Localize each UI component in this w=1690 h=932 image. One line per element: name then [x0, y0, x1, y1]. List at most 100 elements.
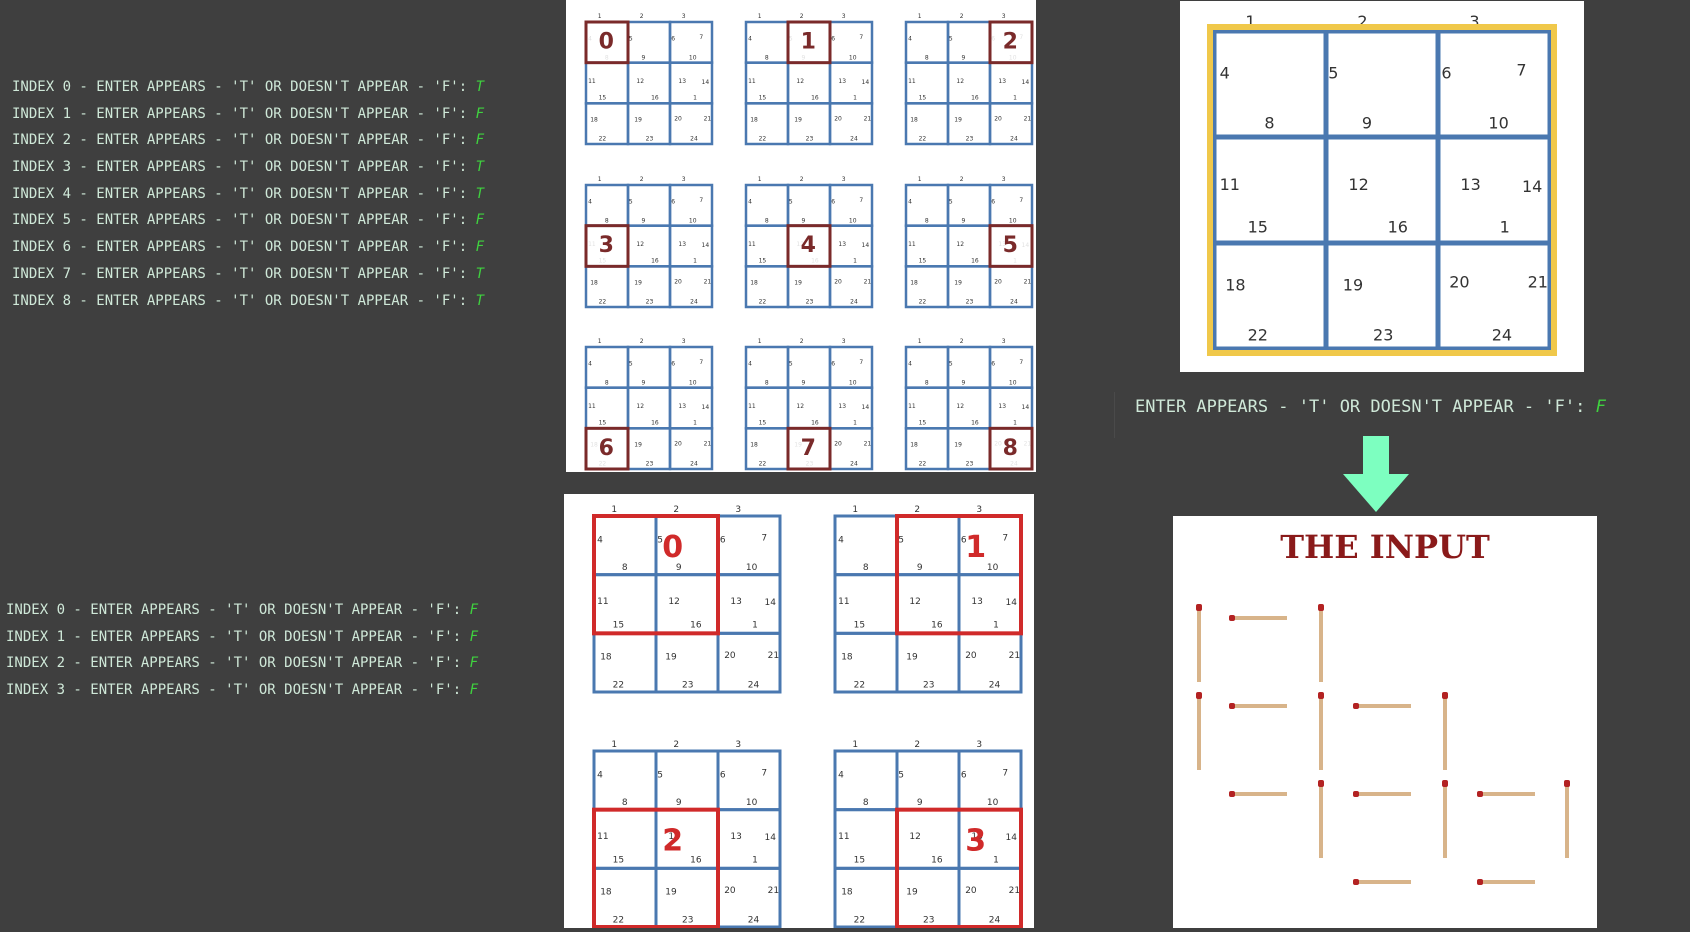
cell-number: 19: [665, 653, 677, 663]
cell-number: 24: [1492, 326, 1512, 345]
cell-number: 4: [597, 770, 603, 780]
cell-number: 8: [605, 217, 609, 224]
column-label: 1: [598, 13, 602, 20]
cell-number: 8: [765, 54, 769, 61]
grid-cell: [1211, 240, 1329, 352]
highlight-box: [988, 20, 1034, 65]
matchstick: [1442, 692, 1448, 770]
prompt-text: ENTER APPEARS - 'T' OR DOESN'T APPEAR - …: [1135, 397, 1596, 417]
cell-number: 6: [831, 360, 835, 367]
log-line: INDEX 3 - ENTER APPEARS - 'T' OR DOESN'T…: [12, 154, 484, 181]
cell-number: 24: [850, 299, 858, 306]
small-grids-panel: 1234859671011151216131411822192320212401…: [566, 0, 1036, 472]
cell-number: 19: [634, 280, 642, 287]
cell-number: 1: [853, 94, 857, 101]
matchstick: [1442, 780, 1448, 858]
cell-number: 9: [917, 563, 923, 573]
column-label: 3: [842, 338, 846, 345]
cell-number: 18: [910, 280, 918, 287]
column-label: 3: [682, 338, 686, 345]
cell-number: 22: [854, 680, 865, 690]
cell-number: 16: [971, 419, 979, 426]
column-label: 1: [918, 338, 922, 345]
cell-number: 23: [923, 915, 934, 925]
log-line: INDEX 0 - ENTER APPEARS - 'T' OR DOESN'T…: [6, 597, 478, 624]
column-label: 1: [918, 13, 922, 20]
cell-number: 13: [998, 403, 1006, 410]
cell-number: 6: [720, 770, 726, 780]
matchstick: [1318, 780, 1324, 858]
grid-cell: [786, 345, 832, 389]
cell-number: 21: [704, 115, 712, 122]
cell-number: 23: [966, 461, 974, 468]
cell-number: 18: [750, 117, 758, 124]
highlight-index: 0: [599, 29, 614, 54]
log-line: INDEX 0 - ENTER APPEARS - 'T' OR DOESN'T…: [12, 74, 484, 101]
log-prompt: INDEX 8 - ENTER APPEARS - 'T' OR DOESN'T…: [12, 292, 476, 309]
cell-number: 21: [1009, 651, 1020, 661]
cell-number: 11: [588, 403, 596, 410]
highlight-index: 7: [801, 436, 816, 461]
cell-number: 6: [831, 198, 835, 205]
cell-number: 12: [636, 78, 644, 85]
cell-number: 7: [859, 34, 863, 41]
highlight-index: 4: [801, 233, 816, 258]
cell-number: 12: [956, 241, 964, 248]
cell-number: 5: [657, 535, 663, 545]
cell-number: 1: [993, 855, 999, 865]
grid-cell: [828, 102, 874, 146]
input-panel: THE INPUT: [1173, 516, 1597, 928]
cell-number: 20: [674, 278, 682, 285]
cell-number: 11: [908, 403, 916, 410]
matchstick: [1318, 692, 1324, 770]
column-label: 1: [611, 740, 617, 750]
input-title: THE INPUT: [1280, 528, 1490, 566]
cell-number: 21: [1024, 278, 1032, 285]
grid-cell: [744, 265, 790, 309]
cell-number: 24: [748, 680, 760, 690]
cell-number: 23: [806, 299, 814, 306]
log-answer: F: [475, 132, 485, 149]
cell-number: 12: [956, 78, 964, 85]
top-log: INDEX 0 - ENTER APPEARS - 'T' OR DOESN'T…: [12, 74, 484, 314]
cell-number: 18: [600, 653, 612, 663]
cell-number: 12: [636, 241, 644, 248]
matchstick: [1318, 604, 1324, 682]
cell-number: 4: [748, 360, 752, 367]
log-answer: T: [475, 265, 485, 282]
cell-number: 20: [1449, 273, 1469, 292]
log-line: INDEX 5 - ENTER APPEARS - 'T' OR DOESN'T…: [12, 207, 484, 234]
cell-number: 16: [971, 94, 979, 101]
cell-number: 22: [919, 299, 927, 306]
cell-number: 1: [693, 94, 697, 101]
grid-cell: [895, 749, 961, 812]
log-prompt: INDEX 7 - ENTER APPEARS - 'T' OR DOESN'T…: [12, 265, 476, 282]
log-prompt: INDEX 6 - ENTER APPEARS - 'T' OR DOESN'T…: [12, 239, 476, 256]
highlight-box: [786, 224, 832, 268]
highlight-box: [895, 514, 1023, 636]
cell-number: 21: [864, 278, 872, 285]
cell-number: 1: [1500, 217, 1510, 236]
cell-number: 19: [665, 888, 677, 898]
log-prompt: INDEX 1 - ENTER APPEARS - 'T' OR DOESN'T…: [6, 628, 470, 645]
cell-number: 12: [909, 597, 920, 607]
column-label: 1: [852, 740, 858, 750]
cell-number: 24: [850, 461, 858, 468]
cell-number: 16: [690, 855, 702, 865]
log-line: INDEX 6 - ENTER APPEARS - 'T' OR DOESN'T…: [12, 234, 484, 261]
cell-number: 15: [1248, 217, 1268, 236]
cell-number: 23: [646, 461, 654, 468]
grid: 123485967101115121613141182219232021247: [744, 338, 874, 471]
matchstick: [1564, 780, 1570, 858]
bottom-log: INDEX 0 - ENTER APPEARS - 'T' OR DOESN'T…: [6, 597, 478, 704]
cell-number: 20: [834, 278, 842, 285]
log-line: INDEX 1 - ENTER APPEARS - 'T' OR DOESN'T…: [6, 624, 478, 651]
cell-number: 8: [622, 798, 628, 808]
cell-number: 6: [991, 360, 995, 367]
cell-number: 19: [906, 653, 918, 663]
grid-cell: [716, 631, 782, 694]
cell-number: 11: [748, 403, 756, 410]
cell-number: 16: [971, 257, 979, 264]
column-label: 2: [914, 740, 920, 750]
cell-number: 20: [724, 651, 736, 661]
